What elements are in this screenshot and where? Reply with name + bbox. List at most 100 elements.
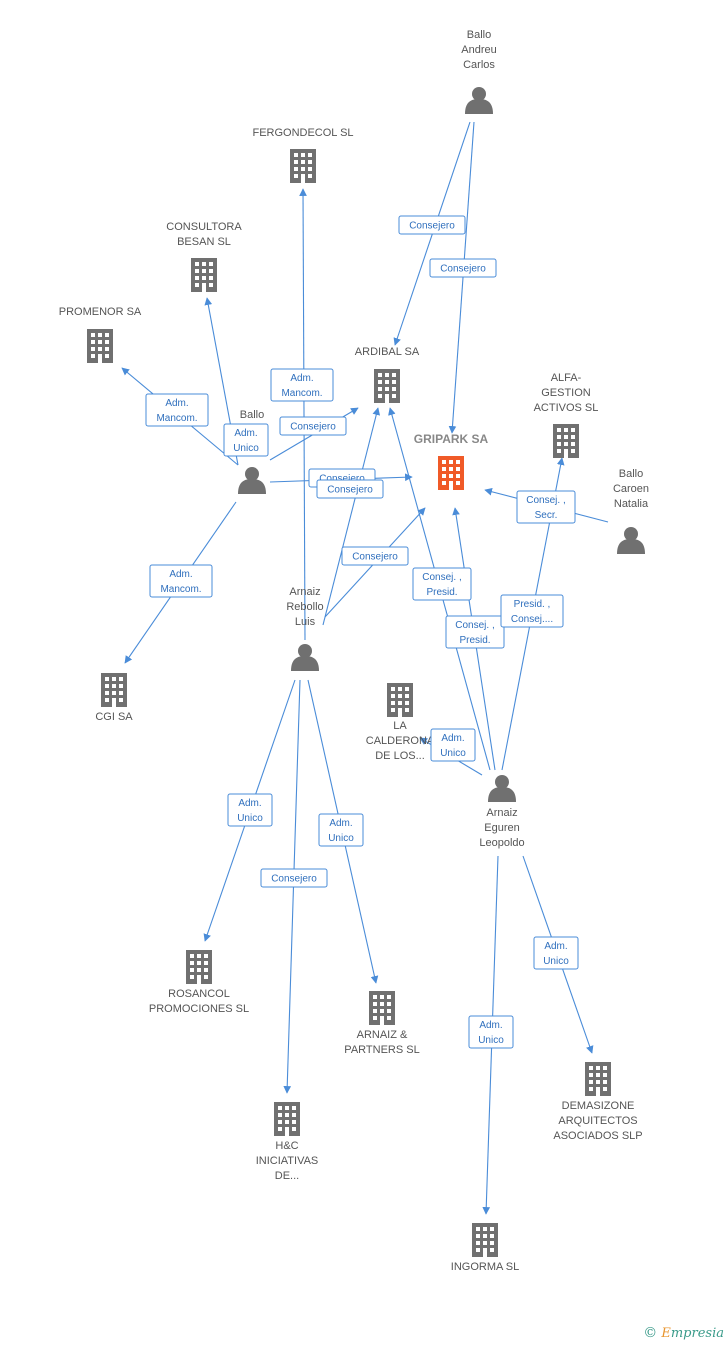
edge-label-arnaiz-rebollo-to-fergondecol[interactable]: Adm.Mancom.: [270, 368, 334, 402]
node-label[interactable]: Andreu: [461, 44, 496, 56]
edge-label-arnaiz-eguren-to-demasizone[interactable]: Adm.Unico: [533, 936, 579, 970]
node-label[interactable]: Eguren: [484, 822, 519, 834]
edge-label-box[interactable]: [145, 393, 209, 427]
node-label[interactable]: Carlos: [463, 59, 495, 71]
node-label[interactable]: ACTIVOS SL: [534, 402, 599, 414]
node-label[interactable]: BESAN SL: [177, 236, 231, 248]
edge-label-box[interactable]: [318, 813, 364, 847]
node-label[interactable]: PROMENOR SA: [59, 306, 142, 318]
edge-label-box[interactable]: [341, 546, 409, 566]
building-icon[interactable]: [585, 1062, 611, 1096]
edge-label-box[interactable]: [270, 368, 334, 402]
node-label[interactable]: PROMOCIONES SL: [149, 1003, 249, 1015]
person-icon[interactable]: [488, 775, 516, 802]
building-icon[interactable]: [553, 424, 579, 458]
node-label[interactable]: CALDERONA: [366, 735, 435, 747]
building-icon[interactable]: [290, 149, 316, 183]
edge-label-arnaiz-rebollo-to-hc-iniciativas[interactable]: Consejero: [260, 868, 328, 888]
person-icon[interactable]: [291, 644, 319, 671]
edge-label-arnaiz-eguren-to-ingorma[interactable]: Adm.Unico: [468, 1015, 514, 1049]
node-cgi[interactable]: CGI SA: [95, 673, 133, 723]
building-icon[interactable]: [186, 950, 212, 984]
person-icon[interactable]: [238, 467, 266, 494]
edge-label-box[interactable]: [516, 490, 576, 524]
edge-label-box[interactable]: [468, 1015, 514, 1049]
node-label[interactable]: Leopoldo: [479, 837, 524, 849]
node-label[interactable]: GRIPARK SA: [414, 432, 489, 446]
building-icon[interactable]: [369, 991, 395, 1025]
building-icon[interactable]: [438, 456, 464, 490]
edge-label-arnaiz-rebollo-to-gripark[interactable]: Consejero: [341, 546, 409, 566]
node-label[interactable]: DE LOS...: [375, 750, 425, 762]
building-icon[interactable]: [472, 1223, 498, 1257]
edge-label-box[interactable]: [500, 594, 564, 628]
edge-label-arnaiz-eguren-to-ardibal[interactable]: Consej. ,Presid.: [412, 567, 472, 601]
node-label[interactable]: INICIATIVAS: [256, 1155, 319, 1167]
edge-label-box[interactable]: [223, 423, 269, 457]
edge-label-box[interactable]: [260, 868, 328, 888]
node-arnaiz-partners[interactable]: ARNAIZ & PARTNERS SL: [344, 991, 420, 1056]
node-label[interactable]: H&C: [275, 1140, 298, 1152]
node-label[interactable]: CONSULTORA: [166, 221, 242, 233]
node-label[interactable]: ALFA-: [551, 372, 582, 384]
node-label[interactable]: Ballo: [240, 409, 264, 421]
edge-label-box[interactable]: [279, 416, 347, 436]
edge-label-arnaiz-rebollo-to-ardibal[interactable]: Consejero: [316, 479, 384, 499]
node-ingorma[interactable]: INGORMA SL: [451, 1223, 519, 1273]
node-demasizone[interactable]: DEMASIZONE ARQUITECTOS ASOCIADOS SLP: [553, 1062, 643, 1142]
node-label[interactable]: Arnaiz: [289, 586, 320, 598]
edge-label-ballo-to-consultora-besan[interactable]: Adm.Unico: [223, 423, 269, 457]
node-label[interactable]: ARNAIZ &: [357, 1029, 408, 1041]
person-icon[interactable]: [617, 527, 645, 554]
edge-label-ballo-caroen-to-gripark[interactable]: Consej. ,Secr.: [516, 490, 576, 524]
edge-label-box[interactable]: [149, 564, 213, 598]
edge-label-arnaiz-eguren-to-la-calderona[interactable]: Adm.Unico: [430, 728, 476, 762]
edge-label-box[interactable]: [445, 615, 505, 649]
node-hc-iniciativas[interactable]: H&C INICIATIVAS DE...: [256, 1102, 319, 1182]
edge-label-arnaiz-rebollo-to-rosancol[interactable]: Adm.Unico: [227, 793, 273, 827]
edge-label-ballo-to-cgi[interactable]: Adm.Mancom.: [149, 564, 213, 598]
edge-label-box[interactable]: [430, 728, 476, 762]
node-label[interactable]: ASOCIADOS SLP: [553, 1130, 642, 1142]
edge-label-box[interactable]: [533, 936, 579, 970]
building-icon[interactable]: [374, 369, 400, 403]
node-label[interactable]: INGORMA SL: [451, 1261, 519, 1273]
building-icon[interactable]: [387, 683, 413, 717]
node-label[interactable]: Luis: [295, 616, 316, 628]
node-label[interactable]: DE...: [275, 1170, 299, 1182]
edge-label-ballo-andreu-to-ardibal[interactable]: Consejero: [398, 215, 466, 235]
edge-label-box[interactable]: [316, 479, 384, 499]
node-label[interactable]: CGI SA: [95, 711, 133, 723]
node-label[interactable]: Ballo: [467, 29, 491, 41]
node-label[interactable]: Arnaiz: [486, 807, 517, 819]
edge-label-arnaiz-eguren-to-gripark[interactable]: Consej. ,Presid.: [445, 615, 505, 649]
edge-label-arnaiz-rebollo-to-arnaiz-partners[interactable]: Adm.Unico: [318, 813, 364, 847]
building-icon[interactable]: [101, 673, 127, 707]
node-label[interactable]: GESTION: [541, 387, 591, 399]
node-promenor[interactable]: PROMENOR SA: [59, 306, 142, 363]
node-consultora-besan[interactable]: CONSULTORA BESAN SL: [166, 221, 242, 292]
edge-label-box[interactable]: [412, 567, 472, 601]
building-icon[interactable]: [191, 258, 217, 292]
building-icon[interactable]: [87, 329, 113, 363]
node-label[interactable]: ARDIBAL SA: [355, 346, 420, 358]
building-icon[interactable]: [274, 1102, 300, 1136]
person-icon[interactable]: [465, 87, 493, 114]
node-label[interactable]: ARQUITECTOS: [558, 1115, 637, 1127]
node-gripark[interactable]: GRIPARK SA: [414, 432, 489, 490]
node-label[interactable]: FERGONDECOL SL: [252, 127, 353, 139]
node-alfa-gestion[interactable]: ALFA- GESTION ACTIVOS SL: [534, 372, 599, 458]
node-label[interactable]: ROSANCOL: [168, 988, 230, 1000]
edge-label-box[interactable]: [398, 215, 466, 235]
edge-label-arnaiz-eguren-to-alfa-gestion[interactable]: Presid. ,Consej....: [500, 594, 564, 628]
node-label[interactable]: PARTNERS SL: [344, 1044, 419, 1056]
node-ardibal[interactable]: ARDIBAL SA: [355, 346, 420, 403]
node-label[interactable]: DEMASIZONE: [562, 1100, 635, 1112]
node-ballo[interactable]: Ballo: [238, 409, 266, 494]
node-fergondecol[interactable]: FERGONDECOL SL: [252, 127, 354, 183]
